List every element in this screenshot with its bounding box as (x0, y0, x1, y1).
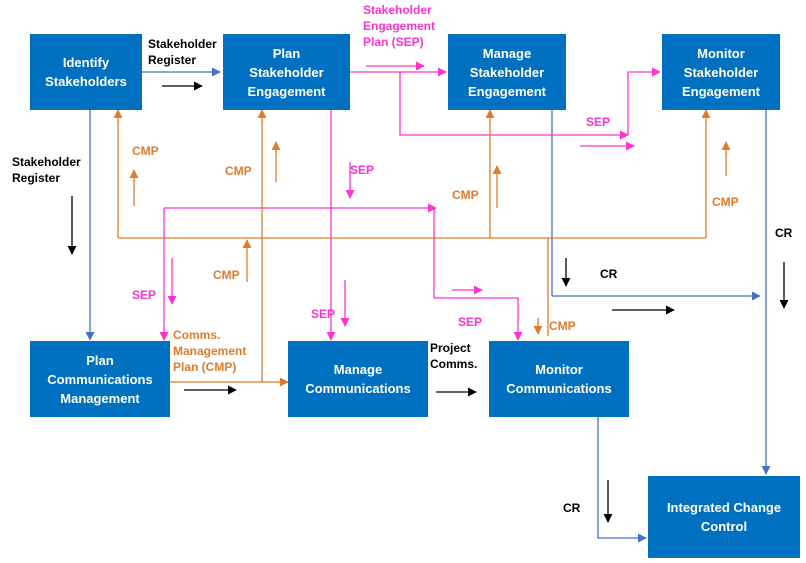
label-project-comms: Project Comms. (430, 341, 478, 371)
monitor-stakeholder-engagement-box[interactable]: Monitor Stakeholder Engagement (662, 34, 780, 110)
label-cmp-2: CMP (225, 164, 252, 178)
manage-communications-label: Manage Communications (305, 362, 411, 396)
label-cmp-3: CMP (452, 188, 479, 202)
label-stakeholder-register-top: Stakeholder Register (148, 37, 217, 67)
orange-flows (113, 109, 711, 387)
monitor-communications-box[interactable]: Monitor Communications (489, 341, 629, 417)
monitor-communications-label: Monitor Communications (506, 362, 612, 396)
label-sep-3: SEP (132, 288, 157, 302)
identify-stakeholders-label: Identify Stakeholders (45, 55, 127, 89)
flow-sep-to-monitor-se (399, 72, 629, 140)
label-cr-1: CR (775, 226, 793, 240)
label-sep-4: SEP (311, 307, 336, 321)
label-cmp-4: CMP (712, 195, 739, 209)
integrated-change-control-box[interactable]: Integrated Change Control (648, 476, 800, 558)
label-cr-3: CR (563, 501, 581, 515)
label-sep-2: SEP (350, 163, 375, 177)
black-direction-arrows (67, 81, 789, 523)
label-cr-2: CR (600, 267, 618, 281)
flow-sep-to-monitor-c (433, 208, 523, 341)
flow-monitor-c-to-icc (597, 416, 647, 543)
identify-stakeholders-box[interactable]: Identify Stakeholders (30, 34, 142, 110)
plan-stakeholder-engagement-label: Plan Stakeholder Engagement (247, 45, 326, 99)
blue-flows (85, 67, 771, 543)
pink-flows (159, 67, 661, 341)
orange-direction-arrows (129, 141, 731, 335)
label-sep-1: SEP (586, 115, 611, 129)
plan-communications-management-box[interactable]: Plan Communications Management (30, 341, 170, 417)
flow-sep-to-monitor-se-top (627, 67, 661, 135)
label-cmp-6: CMP (549, 319, 576, 333)
label-sep-plan: Stakeholder Engagement Plan (SEP) (363, 3, 436, 49)
plan-stakeholder-engagement-box[interactable]: Plan Stakeholder Engagement (223, 34, 350, 110)
label-cmp-plan: Comms. Management Plan (CMP) (173, 328, 247, 374)
label-sep-5: SEP (458, 315, 483, 329)
manage-stakeholder-engagement-label: Manage Stakeholder Engagement (467, 45, 546, 99)
integrated-change-control-label: Integrated Change Control (666, 500, 782, 534)
plan-communications-management-label: Plan Communications Management (47, 352, 153, 406)
label-cmp-5: CMP (213, 268, 240, 282)
label-stakeholder-register-left: Stakeholder Register (12, 155, 81, 185)
manage-stakeholder-engagement-box[interactable]: Manage Stakeholder Engagement (448, 34, 566, 110)
manage-communications-box[interactable]: Manage Communications (288, 341, 428, 417)
monitor-stakeholder-engagement-label: Monitor Stakeholder Engagement (681, 45, 760, 99)
pink-direction-arrows (167, 61, 635, 327)
label-cmp-1: CMP (132, 144, 159, 158)
